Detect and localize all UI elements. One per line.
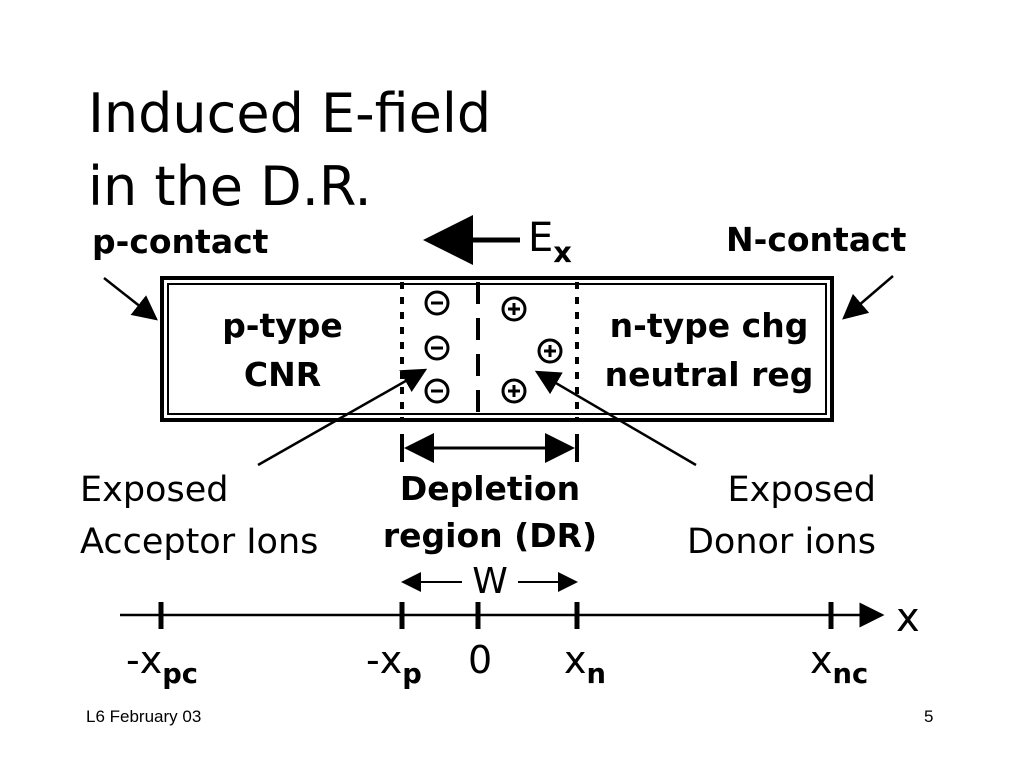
acceptor-label-line-2: Acceptor Ions	[80, 522, 319, 562]
page-number: 5	[924, 707, 934, 726]
n-contact-label: N-contact	[726, 220, 907, 259]
tick-label-xpc: -xpc	[126, 638, 199, 691]
title-line-2: in the D.R.	[88, 155, 372, 218]
semiconductor-bar-inner	[167, 283, 827, 415]
tick-label-sub: pc	[162, 659, 199, 691]
depletion-label-line-2: region (DR)	[382, 516, 598, 555]
donor-ion	[501, 296, 527, 322]
acceptor-pointer	[257, 368, 428, 467]
tick-label-xn: xn	[564, 638, 606, 691]
p-region-label-line-1: p-type	[222, 306, 343, 345]
donor-label-line-2: Donor ions	[686, 522, 876, 562]
acceptor-ion	[424, 378, 450, 404]
donor-ion	[501, 378, 527, 404]
tick-label-sub: n	[586, 659, 606, 691]
tick-label-xnc: xnc	[810, 638, 869, 691]
acceptor-label-line-1: Exposed	[80, 470, 229, 510]
tick-label-main: -x	[126, 638, 163, 682]
n-region-label-line-2: neutral reg	[604, 355, 814, 394]
depletion-label-line-1: Depletion	[399, 469, 581, 508]
donor-label-line-1: Exposed	[727, 470, 876, 510]
depletion-width-label: W	[472, 561, 508, 602]
tick-label-main: x	[810, 638, 833, 682]
acceptor-ion	[424, 335, 450, 361]
p-contact-pointer	[103, 277, 158, 321]
e-field-label: Ex	[528, 215, 572, 269]
n-region-label-line-1: n-type chg	[609, 306, 809, 345]
p-contact-label: p-contact	[92, 222, 269, 261]
tick-label-zero: 0	[468, 638, 493, 682]
tick-label-sub: p	[402, 659, 422, 691]
e-field-symbol: E	[528, 215, 554, 261]
donor-ion	[537, 338, 563, 364]
tick-label-xp: -xp	[366, 638, 422, 691]
x-axis-label: x	[896, 595, 920, 641]
title-line-1: Induced E-field	[88, 82, 492, 145]
n-contact-pointer	[842, 275, 894, 320]
footer-left: L6 February 03	[86, 707, 202, 726]
e-field-subscript: x	[553, 234, 572, 269]
semiconductor-bar	[160, 276, 834, 422]
tick-label-sub: nc	[832, 659, 869, 691]
tick-label-main: x	[564, 638, 587, 682]
p-region-label-line-2: CNR	[243, 355, 322, 394]
tick-label-main: -x	[366, 638, 403, 682]
acceptor-ion	[424, 290, 450, 316]
donor-pointer	[534, 370, 697, 467]
